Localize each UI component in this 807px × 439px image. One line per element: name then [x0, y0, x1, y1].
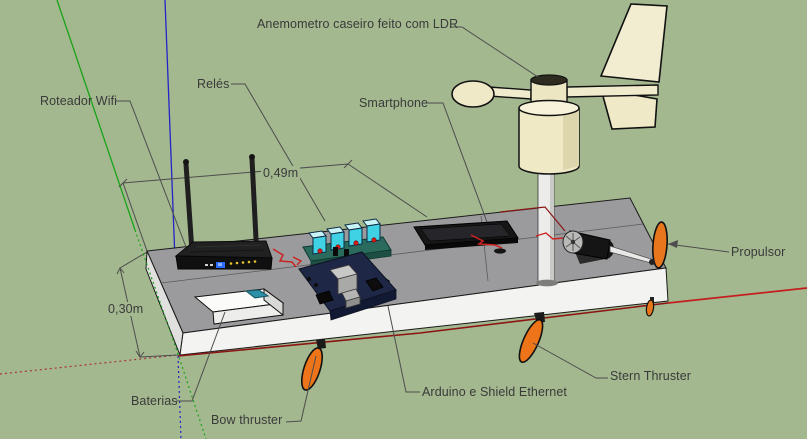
anemometer-model[interactable] [451, 3, 668, 287]
platform-board[interactable] [145, 197, 669, 357]
label-bow-thruster[interactable]: Bow thruster [211, 413, 283, 427]
label-stern-thruster[interactable]: Stern Thruster [610, 369, 692, 383]
axis-blue-solid [164, 0, 177, 287]
dimension-length-text[interactable]: 0,49m [261, 166, 301, 180]
axis-green-dotted [134, 229, 207, 439]
label-relays[interactable]: Relés [197, 77, 230, 91]
axis-red-solid [177, 287, 807, 357]
axis-blue-dotted [177, 355, 182, 439]
leader-propeller [667, 243, 730, 253]
leader-propeller-arrowhead [668, 240, 678, 248]
smartphone-model[interactable] [413, 220, 519, 254]
wifi-router-model[interactable] [174, 154, 297, 270]
battery-box[interactable] [193, 288, 285, 325]
leader-router [116, 100, 187, 248]
thruster-motor[interactable] [499, 206, 652, 264]
label-arduino[interactable]: Arduino e Shield Ethernet [422, 385, 567, 399]
label-smartphone[interactable]: Smartphone [359, 96, 429, 110]
leader-smartphone [426, 102, 488, 223]
axis-green-solid [56, 0, 136, 231]
leader-arduino [387, 305, 420, 393]
leader-lines [116, 26, 730, 423]
propeller-main[interactable] [645, 221, 668, 317]
label-batteries[interactable]: Baterias [131, 394, 178, 408]
label-anemometer[interactable]: Anemometro caseiro feito com LDR [257, 17, 459, 31]
axis-red-dotted [0, 354, 179, 375]
label-router[interactable]: Roteador Wifi [40, 94, 118, 108]
stern-thruster-model[interactable] [515, 312, 547, 365]
leader-bow-thruster [285, 355, 317, 423]
bow-thruster-model[interactable] [298, 339, 327, 392]
leader-stern-thruster [532, 342, 608, 379]
leader-anemometer [450, 26, 539, 78]
arduino-shield[interactable] [298, 247, 397, 321]
leader-relays [231, 83, 326, 222]
leader-batteries [176, 311, 226, 402]
label-propeller[interactable]: Propulsor [731, 245, 786, 259]
dimension-width-text[interactable]: 0,30m [106, 302, 146, 316]
